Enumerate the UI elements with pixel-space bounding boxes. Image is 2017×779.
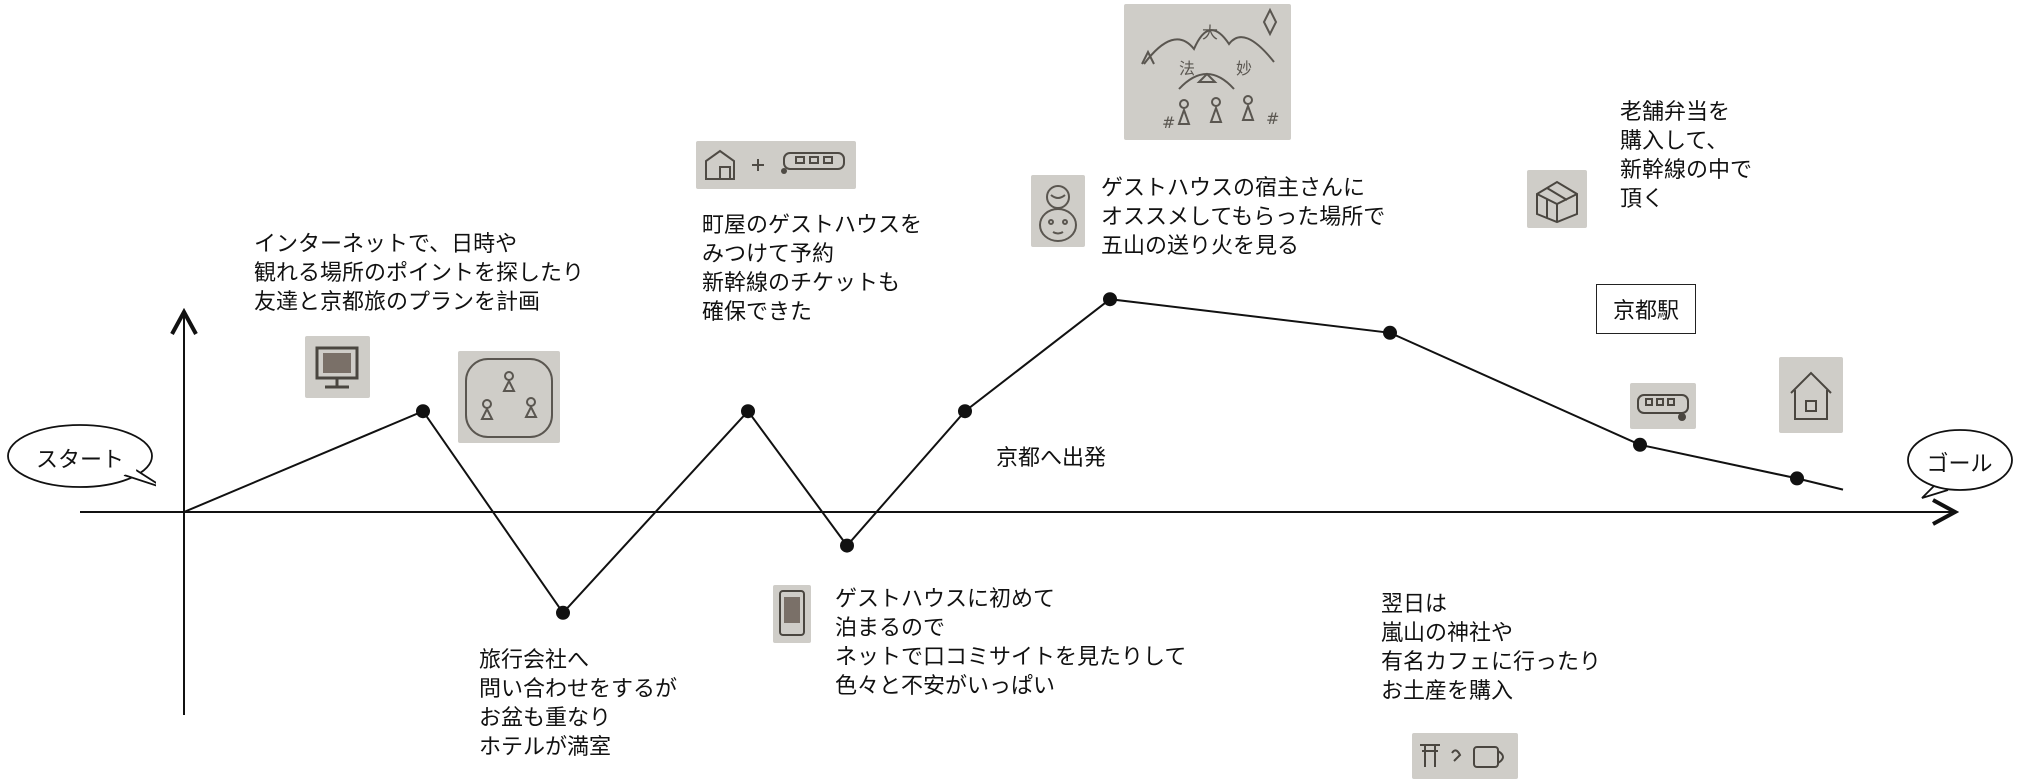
- note-line: インターネットで、日時や: [254, 232, 518, 257]
- goal-bubble: ゴール: [1902, 424, 2017, 500]
- note-line: 泊まるので: [835, 616, 946, 641]
- note-line: 購入して、: [1620, 129, 1729, 154]
- svg-text:#: #: [1266, 109, 1279, 128]
- note-line: 五山の送り火を見る: [1101, 234, 1300, 259]
- station-label: 京都駅: [1613, 299, 1680, 324]
- point-station: [1633, 437, 1647, 452]
- note-internet: インターネットで、日時や 観れる場所のポイントを探したり 友達と京都旅のプランを…: [254, 230, 584, 317]
- goal-label: ゴール: [1926, 452, 1993, 477]
- note-line: 嵐山の神社や: [1381, 621, 1514, 646]
- start-bubble: スタート: [4, 420, 156, 500]
- departure-label: 京都へ出発: [996, 446, 1107, 471]
- point-travel-agency: [556, 605, 570, 620]
- computer-sketch-icon: [305, 336, 370, 398]
- point-arashiyama: [1383, 325, 1397, 340]
- point-gozan: [1103, 292, 1117, 307]
- kyoto-station-box: 京都駅: [1596, 284, 1697, 334]
- note-line: ネットで口コミサイトを見たりして: [835, 645, 1187, 670]
- note-line: 老舗弁当を: [1620, 100, 1731, 125]
- note-line: 有名カフェに行ったり: [1381, 650, 1602, 675]
- note-line: 翌日は: [1381, 592, 1448, 617]
- note-line: 町屋のゲストハウスを: [702, 213, 923, 238]
- note-travel-agency: 旅行会社へ 問い合わせをするが お盆も重なり ホテルが満室: [479, 646, 677, 762]
- train-sketch-icon: [1630, 383, 1696, 429]
- point-internet: [416, 404, 430, 419]
- svg-text:妙: 妙: [1236, 59, 1252, 78]
- house-train-sketch-icon: [696, 141, 856, 189]
- host-face-sketch-icon: [1031, 175, 1085, 247]
- note-line: ホテルが満室: [479, 735, 612, 760]
- note-line: ゲストハウスの宿主さんに: [1101, 176, 1366, 201]
- note-bento: 老舗弁当を 購入して、 新幹線の中で 頂く: [1620, 98, 1752, 214]
- note-line: お土産を購入: [1381, 679, 1514, 704]
- point-first-guesthouse: [840, 538, 854, 553]
- note-machiya: 町屋のゲストハウスを みつけて予約 新幹線のチケットも 確保できた: [702, 211, 922, 327]
- phone-sketch-icon: [773, 585, 811, 643]
- svg-text:大: 大: [1202, 23, 1218, 42]
- friends-sketch-icon: [458, 351, 560, 443]
- note-line: みつけて予約: [702, 242, 835, 267]
- home-sketch-icon: [1779, 357, 1843, 433]
- note-line: 確保できた: [702, 300, 813, 325]
- note-line: 頂く: [1620, 187, 1665, 212]
- point-departure: [958, 404, 972, 419]
- note-line: 色々と不安がいっぱい: [835, 674, 1056, 699]
- note-line: 旅行会社へ: [479, 648, 590, 673]
- note-line: お盆も重なり: [479, 706, 612, 731]
- start-label: スタート: [35, 448, 124, 473]
- note-gozan: ゲストハウスの宿主さんに オススメしてもらった場所で 五山の送り火を見る: [1101, 174, 1385, 261]
- note-line: 問い合わせをするが: [479, 677, 678, 702]
- point-home: [1790, 471, 1804, 486]
- bento-box-sketch-icon: [1527, 170, 1587, 228]
- note-line: 友達と京都旅のプランを計画: [254, 290, 541, 315]
- gozan-fire-sketch-icon: 大法 妙 # #: [1124, 4, 1291, 140]
- svg-text:#: #: [1162, 113, 1175, 132]
- note-line: 観れる場所のポイントを探したり: [254, 261, 585, 286]
- note-line: オススメしてもらった場所で: [1101, 205, 1386, 230]
- shrine-cafe-sketch-icon: [1412, 733, 1518, 779]
- note-line: ゲストハウスに初めて: [835, 587, 1056, 612]
- note-line: 新幹線のチケットも: [702, 271, 901, 296]
- point-machiya: [741, 404, 755, 419]
- note-arashiyama: 翌日は 嵐山の神社や 有名カフェに行ったり お土産を購入: [1381, 590, 1601, 706]
- note-first-guesthouse: ゲストハウスに初めて 泊まるので ネットで口コミサイトを見たりして 色々と不安が…: [835, 585, 1186, 701]
- note-line: 新幹線の中で: [1620, 158, 1753, 183]
- svg-text:法: 法: [1179, 59, 1195, 78]
